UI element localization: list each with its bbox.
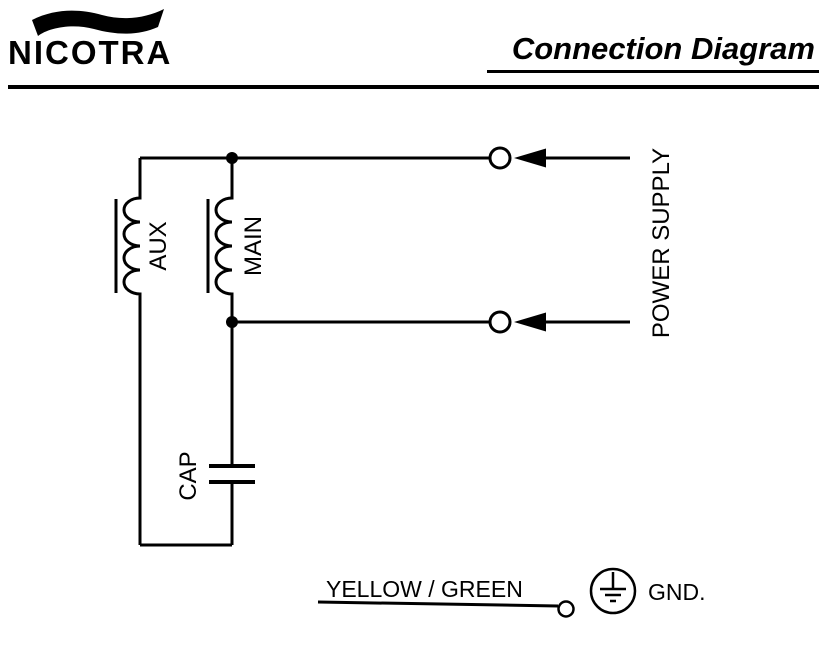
page-title: Connection Diagram	[511, 31, 815, 66]
brand-name: NICOTRA	[8, 34, 173, 71]
junction-dot-top	[226, 152, 238, 164]
aux-label: AUX	[145, 221, 172, 270]
main-coil	[214, 158, 234, 466]
arrow-top-head-icon	[514, 148, 546, 168]
header-divider	[8, 85, 819, 89]
ground-label: GND.	[648, 579, 706, 605]
main-label: MAIN	[240, 216, 267, 276]
junction-dot-bottom	[226, 316, 238, 328]
power-terminal-top	[488, 146, 512, 170]
ground-terminal	[557, 600, 575, 618]
cap-label: CAP	[175, 451, 202, 500]
power-supply-label: POWER SUPPLY	[648, 148, 675, 338]
ground-wire-label: YELLOW / GREEN	[326, 576, 523, 602]
arrow-bottom-head-icon	[514, 312, 546, 332]
aux-coil	[122, 158, 142, 545]
power-terminal-bottom	[488, 310, 512, 334]
nicotra-logo-icon	[32, 9, 164, 36]
title-underline	[487, 70, 819, 73]
ground-symbol-icon	[589, 567, 637, 615]
ground-wire-line	[317, 600, 559, 608]
